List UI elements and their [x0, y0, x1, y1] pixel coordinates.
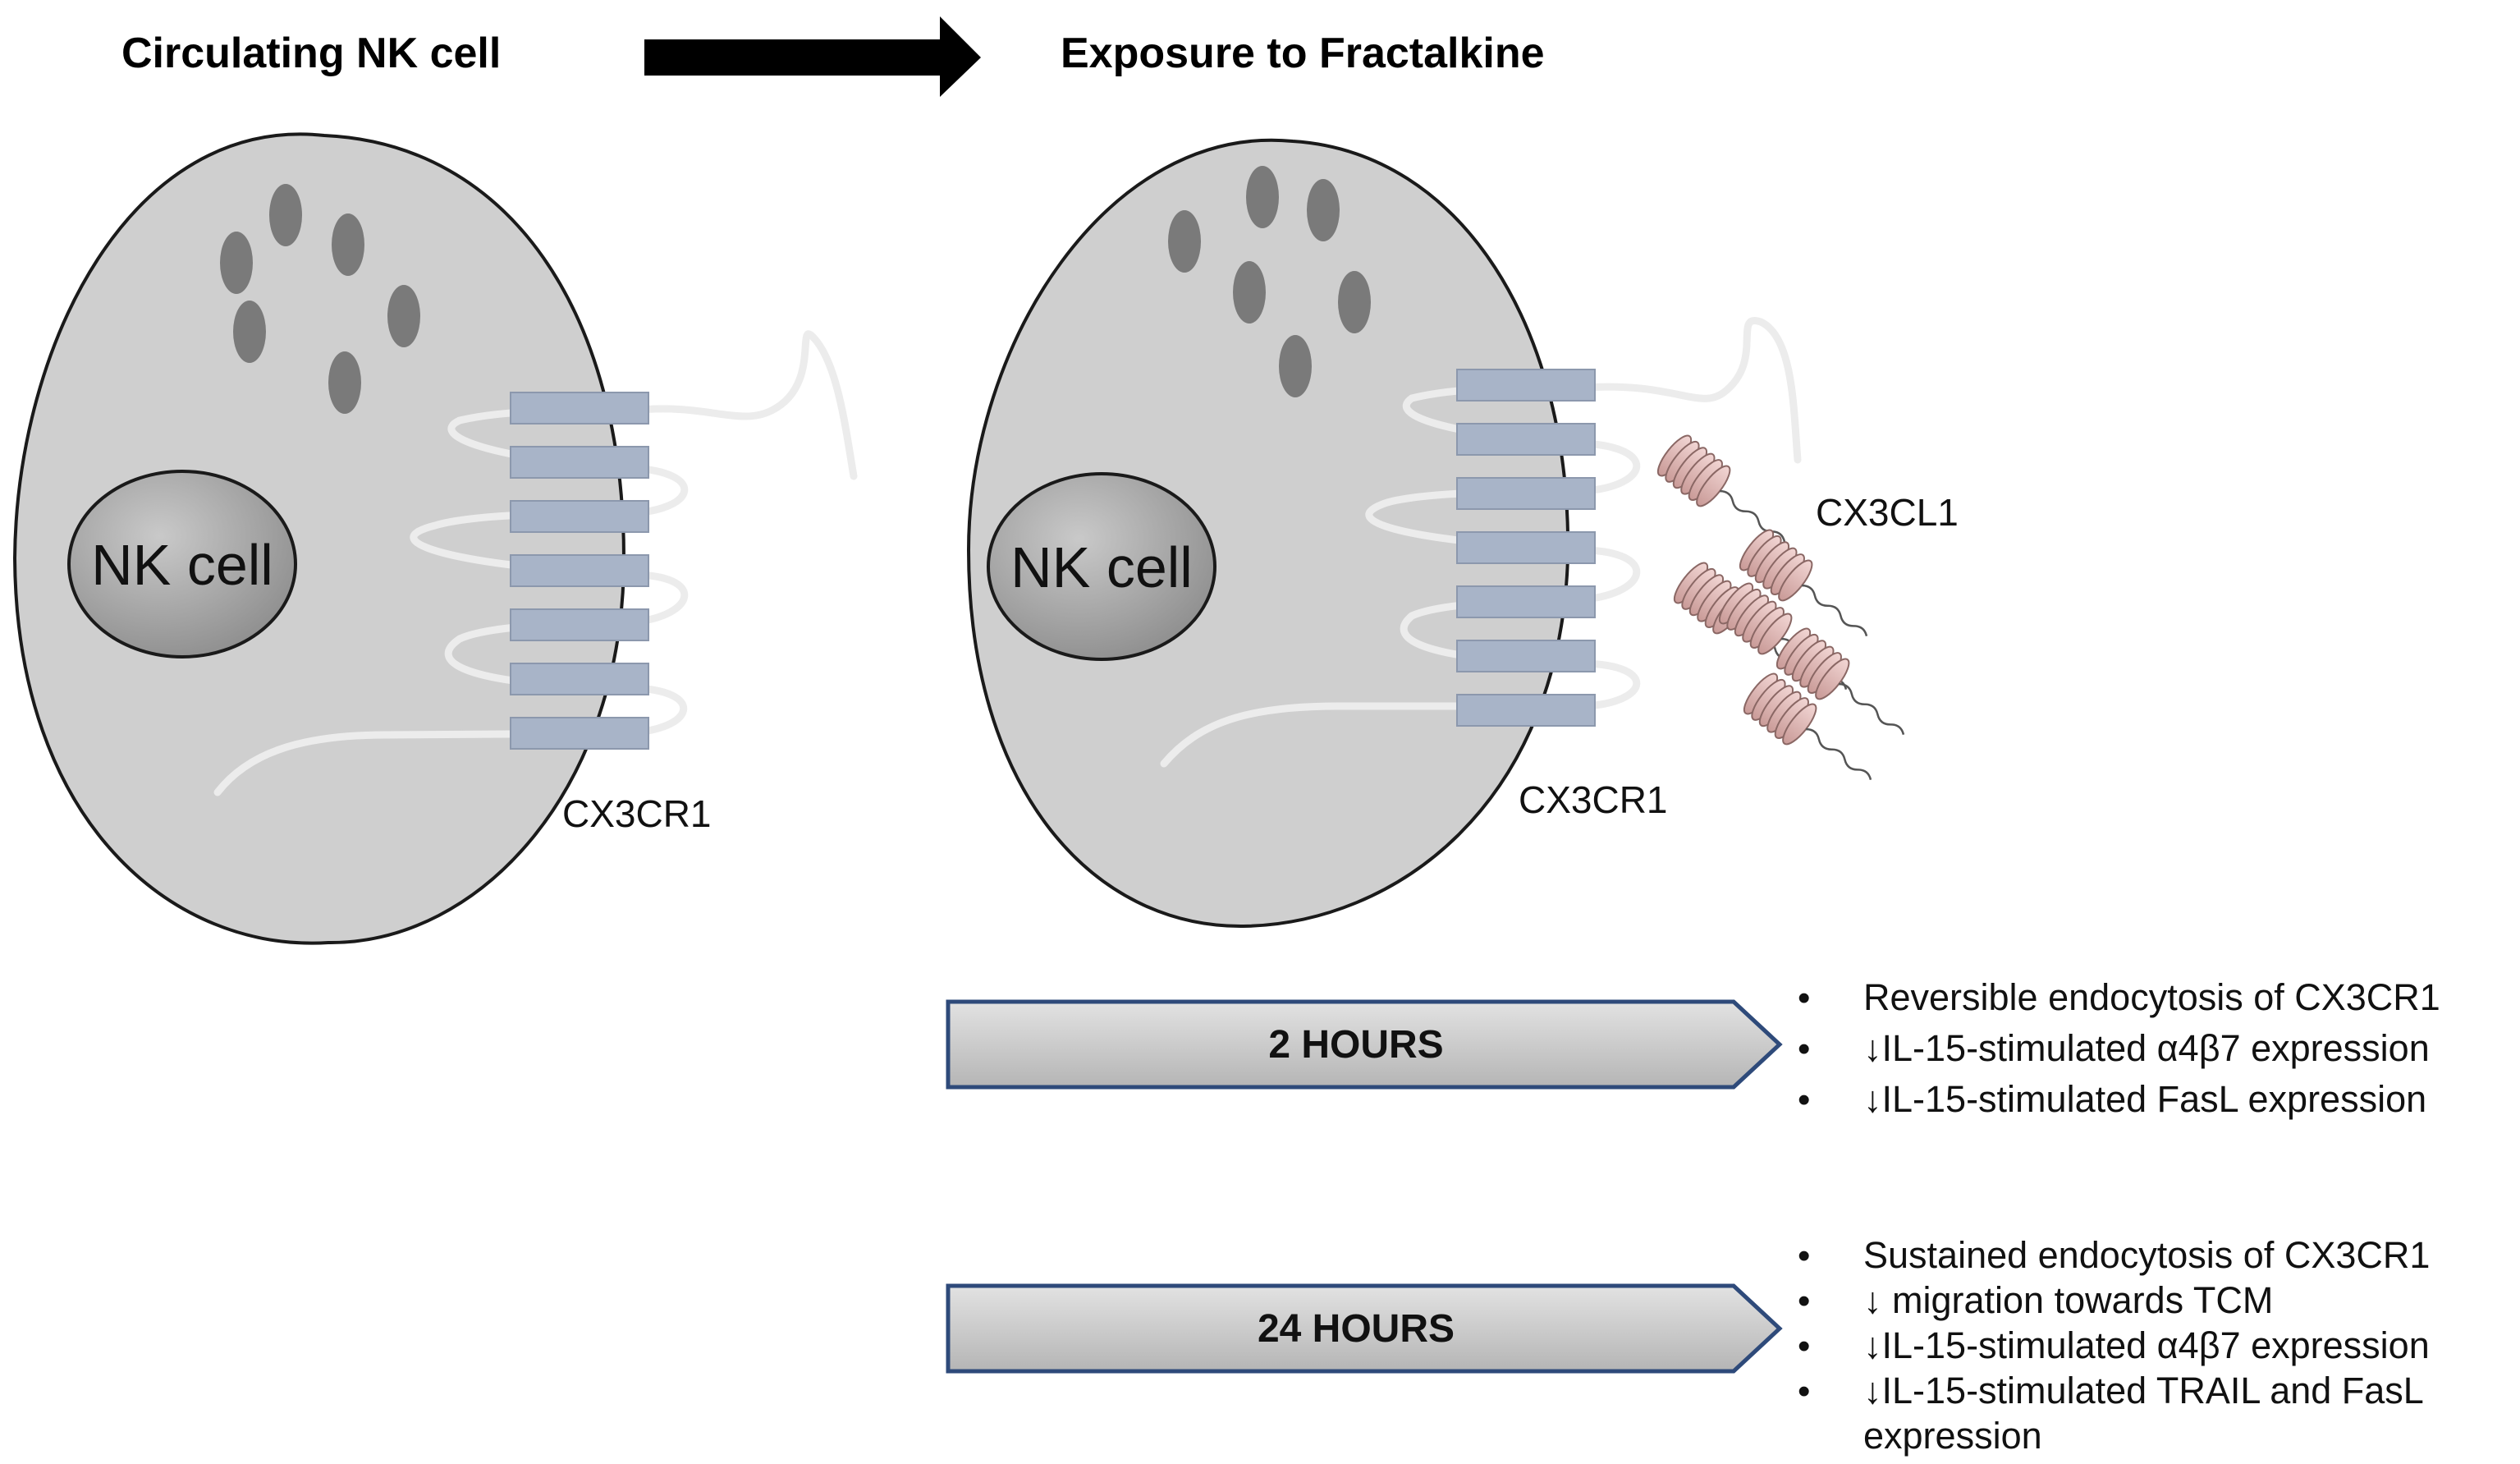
bullet-text: ↓IL-15-stimulated FasL expression: [1863, 1078, 2426, 1120]
bullet-dot: •: [1798, 1371, 1810, 1411]
bullet-dot: •: [1798, 978, 1810, 1018]
left-cell-membrane: [12, 132, 626, 945]
right-cell: NK cell CX3CR1: [966, 138, 1802, 929]
timeline-24h-arrow: [946, 1283, 1783, 1374]
bullet-dot: •: [1798, 1080, 1810, 1120]
timeline-2h-arrow: [946, 999, 1783, 1090]
bullet-text: ↓IL-15-stimulated α4β7 expression: [1863, 1324, 2430, 1366]
left-header: Circulating NK cell: [121, 30, 501, 77]
bullet-text: ↓IL-15-stimulated TRAIL and FasL: [1863, 1370, 2424, 1411]
bullet-dot: •: [1798, 1281, 1810, 1321]
bullet-dot: •: [1798, 1326, 1810, 1366]
bullet-text: ↓ migration towards TCM: [1863, 1279, 2273, 1321]
bullet-text: Reversible endocytosis of CX3CR1: [1863, 976, 2440, 1018]
right-header: Exposure to Fractalkine: [1061, 30, 1545, 77]
ligand-coil: [1718, 582, 1848, 691]
transition-arrow: [644, 16, 981, 97]
left-receptor-bars: [510, 392, 649, 750]
left-nucleus: NK cell: [67, 470, 297, 659]
right-nucleus: NK cell: [987, 472, 1216, 661]
bullet-text: Sustained endocytosis of CX3CR1: [1863, 1234, 2430, 1276]
bullet-dot: •: [1798, 1236, 1810, 1276]
timeline-2h-label: 2 HOURS: [1268, 1023, 1443, 1067]
bullet-dot: •: [1798, 1029, 1810, 1069]
timeline-2h: 2 HOURS: [946, 999, 1783, 1090]
right-cell-membrane: [966, 138, 1570, 929]
bullets-2h: • Reversible endocytosis of CX3CR1 • ↓IL-15…: [1798, 976, 2440, 1120]
right-receptor-label: CX3CR1: [1519, 778, 1668, 821]
bullet-text: expression: [1863, 1415, 2042, 1457]
bullet-text: ↓IL-15-stimulated α4β7 expression: [1863, 1027, 2430, 1069]
left-cell: NK cell CX3CR1: [12, 132, 858, 945]
right-nucleus-label: NK cell: [1010, 535, 1193, 599]
ligand-coil: [1743, 672, 1872, 781]
cx3cl1-ligands: [1656, 434, 1905, 781]
left-receptor-label: CX3CR1: [562, 792, 712, 835]
ligand-coil: [1739, 529, 1868, 637]
bullets-24h: • Sustained endocytosis of CX3CR1 • ↓ migra…: [1798, 1234, 2430, 1457]
left-granules: [220, 184, 420, 414]
left-nucleus-label: NK cell: [91, 533, 273, 597]
ligand-coil: [1656, 434, 1786, 543]
right-granules: [1168, 166, 1371, 397]
timeline-24h: 24 HOURS: [946, 1283, 1783, 1374]
ligand-coil: [1775, 627, 1905, 736]
ligand-label: CX3CL1: [1816, 491, 1959, 534]
timeline-24h-label: 24 HOURS: [1258, 1307, 1455, 1351]
right-receptor-bars: [1456, 369, 1596, 727]
